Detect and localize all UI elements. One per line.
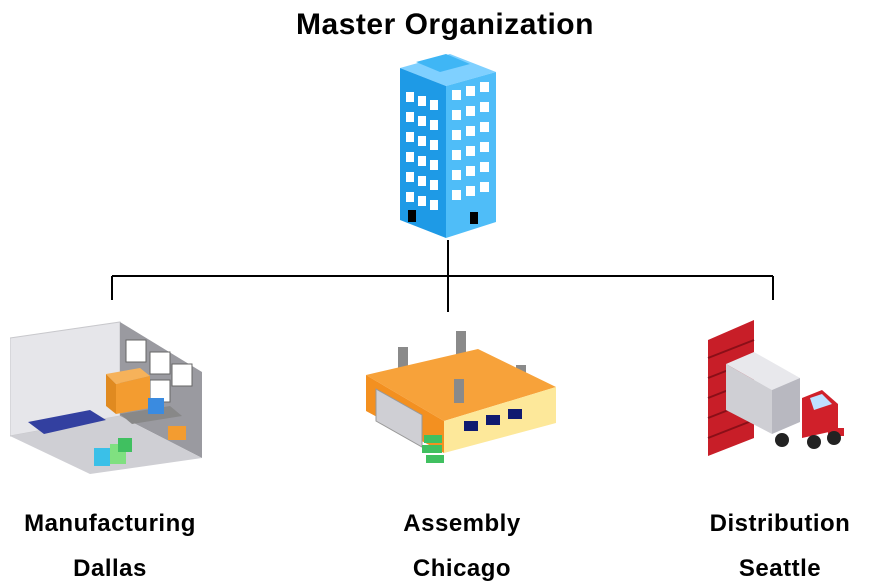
child-city-seattle: Seattle <box>738 555 822 582</box>
manufacturing-plant-icon <box>10 321 202 474</box>
assembly-factory-icon <box>366 331 556 463</box>
child-name-assembly: Assembly <box>403 510 521 537</box>
office-building-icon <box>400 54 496 238</box>
child-name-distribution: Distribution <box>709 510 851 537</box>
delivery-truck-icon <box>707 320 844 456</box>
child-city-chicago: Chicago <box>412 555 512 582</box>
master-organization-title: Master Organization <box>296 8 594 41</box>
child-city-dallas: Dallas <box>73 555 147 582</box>
child-name-manufacturing: Manufacturing <box>24 510 196 537</box>
